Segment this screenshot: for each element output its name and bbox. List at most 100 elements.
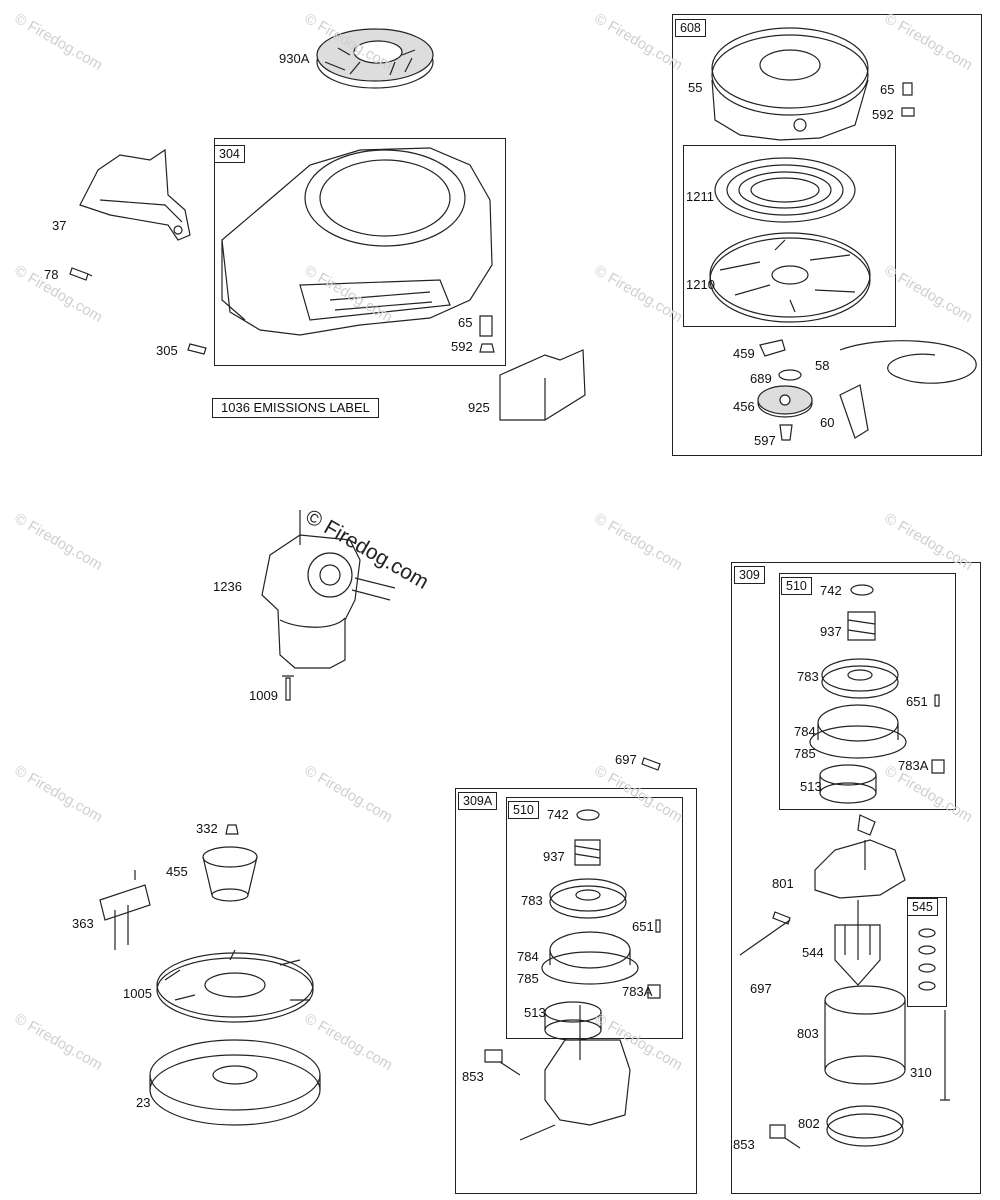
part-label-592-left: 592 xyxy=(451,339,473,354)
emissions-label-tag: 1036 EMISSIONS LABEL xyxy=(212,398,379,418)
part-label-1009: 1009 xyxy=(249,688,278,703)
group-box-545 xyxy=(907,897,947,1007)
cap-784a-drawing xyxy=(809,704,907,759)
group-box-510-left xyxy=(506,797,683,1039)
group-box-510-right xyxy=(779,573,956,810)
part-label-784-right: 784 xyxy=(794,724,816,739)
nut-783Ab-drawing xyxy=(647,984,661,999)
part-label-455: 455 xyxy=(166,864,188,879)
part-label-1005: 1005 xyxy=(123,986,152,1001)
group-tag-309A: 309A xyxy=(458,792,498,810)
gear-783a-drawing xyxy=(821,658,899,699)
part-label-65-right: 65 xyxy=(880,82,895,97)
part-label-803: 803 xyxy=(797,1026,819,1041)
part-label-937-right: 937 xyxy=(820,624,842,639)
part-label-55: 55 xyxy=(688,80,703,95)
plug-853b-drawing xyxy=(769,1124,801,1149)
group-box-309 xyxy=(731,562,981,1194)
screen-drawing xyxy=(316,28,434,89)
part-label-332: 332 xyxy=(196,821,218,836)
screw-651a-drawing xyxy=(934,694,940,707)
housing-803-drawing xyxy=(824,985,906,1085)
screw-651b-drawing xyxy=(655,919,661,933)
part-label-23: 23 xyxy=(136,1095,151,1110)
end-cap-802-drawing xyxy=(826,1105,904,1147)
group-box-608 xyxy=(672,14,982,456)
part-label-1236: 1236 xyxy=(213,579,242,594)
part-label-513-right: 513 xyxy=(800,779,822,794)
group-box-304 xyxy=(214,138,506,366)
bolt-65a-drawing xyxy=(479,315,493,337)
part-label-363: 363 xyxy=(72,916,94,931)
group-tag-608: 608 xyxy=(675,19,706,37)
cup-455-drawing xyxy=(202,846,258,902)
nut-332-drawing xyxy=(225,824,239,835)
group-tag-510-right: 510 xyxy=(781,577,812,595)
part-label-65-left: 65 xyxy=(458,315,473,330)
part-label-802: 802 xyxy=(798,1116,820,1131)
part-label-651-right: 651 xyxy=(906,694,928,709)
part-label-592-right: 592 xyxy=(872,107,894,122)
bolt-78-drawing xyxy=(69,267,93,281)
part-label-925: 925 xyxy=(468,400,490,415)
part-label-58: 58 xyxy=(815,358,830,373)
shield-drawing xyxy=(79,148,191,241)
part-label-801: 801 xyxy=(772,876,794,891)
spring-937a-drawing xyxy=(847,611,876,641)
clip-742b-drawing xyxy=(576,809,600,821)
part-label-689: 689 xyxy=(750,371,772,386)
bolt-65b-drawing xyxy=(902,82,913,96)
screw-597-drawing xyxy=(779,424,793,441)
end-cap-801-drawing xyxy=(814,814,906,899)
gear-783b-drawing xyxy=(549,878,627,919)
clutch-513a-drawing xyxy=(819,764,877,804)
group-box-608-inner xyxy=(683,145,896,327)
washer-689-drawing xyxy=(778,369,802,381)
part-label-930A: 930A xyxy=(279,51,310,66)
bolt-305-drawing xyxy=(187,343,207,355)
nut-592a-drawing xyxy=(479,343,495,353)
cover-925-drawing xyxy=(499,349,586,421)
pawl-459-drawing xyxy=(759,339,786,357)
spring-drawing xyxy=(714,157,856,223)
bolt-310-drawing xyxy=(940,1010,950,1101)
part-label-310: 310 xyxy=(910,1065,932,1080)
clip-742a-drawing xyxy=(850,584,874,596)
armature-544-drawing xyxy=(834,900,881,986)
nut-592b-drawing xyxy=(901,107,915,117)
group-tag-545: 545 xyxy=(907,898,938,916)
part-label-651-left: 651 xyxy=(632,919,654,934)
part-label-544: 544 xyxy=(802,945,824,960)
pulley-drawing xyxy=(709,232,871,323)
part-label-783A-right: 783A xyxy=(898,758,929,773)
part-label-305: 305 xyxy=(156,343,178,358)
part-label-783-right: 783 xyxy=(797,669,819,684)
part-label-456: 456 xyxy=(733,399,755,414)
bracket-363-drawing xyxy=(99,870,151,950)
bolt-697b-drawing xyxy=(739,911,791,956)
part-label-853-right: 853 xyxy=(733,1137,755,1152)
part-label-597: 597 xyxy=(754,433,776,448)
part-label-742-right: 742 xyxy=(820,583,842,598)
flywheel-fan-1005-drawing xyxy=(156,949,314,1023)
part-label-1210: 1210 xyxy=(686,277,715,292)
group-tag-309: 309 xyxy=(734,566,765,584)
part-label-697-left: 697 xyxy=(615,752,637,767)
part-label-785-right: 785 xyxy=(794,746,816,761)
part-label-742-left: 742 xyxy=(547,807,569,822)
nut-783Aa-drawing xyxy=(931,759,945,774)
part-label-853-left: 853 xyxy=(462,1069,484,1084)
part-label-784-left: 784 xyxy=(517,949,539,964)
cam-456-drawing xyxy=(757,385,813,418)
part-label-78: 78 xyxy=(44,267,59,282)
starter-assembly-drawing xyxy=(261,510,396,669)
part-label-783-left: 783 xyxy=(521,893,543,908)
blower-housing-drawing xyxy=(221,147,493,336)
part-label-459: 459 xyxy=(733,346,755,361)
cap-784b-drawing xyxy=(541,931,639,985)
part-label-37: 37 xyxy=(52,218,67,233)
screw-1009-drawing xyxy=(282,675,294,701)
group-box-309A xyxy=(455,788,697,1194)
